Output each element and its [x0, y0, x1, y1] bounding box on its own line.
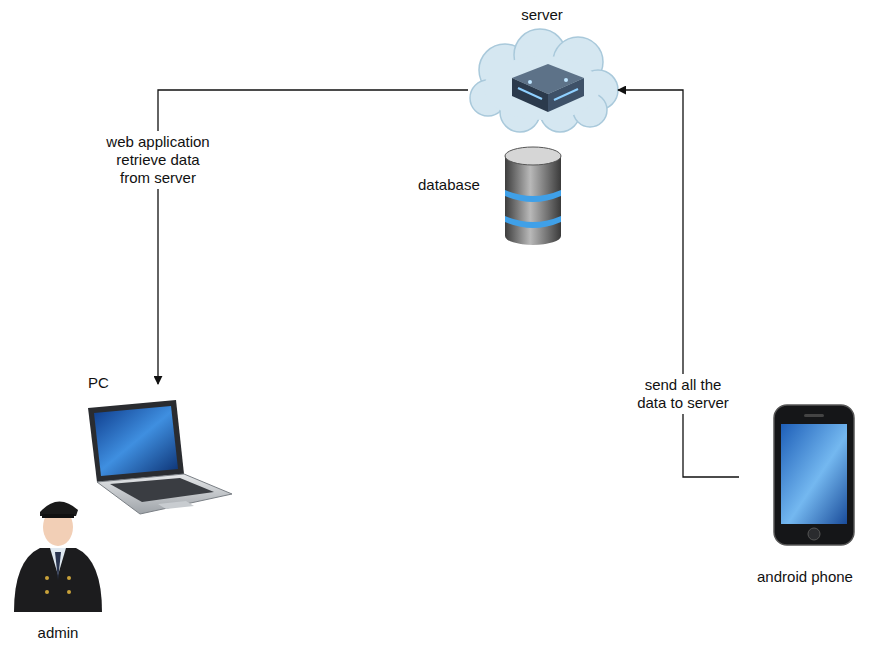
connector-arrow	[618, 90, 739, 477]
database-cylinder	[505, 147, 561, 245]
edge-label: send all the data to server	[634, 374, 732, 414]
laptop-icon	[88, 400, 232, 514]
server-node: server	[468, 4, 616, 132]
database-node: database	[414, 146, 564, 248]
admin-figure	[14, 501, 102, 612]
node-label: database	[418, 176, 480, 194]
admin-node: admin	[8, 478, 108, 646]
edge-label: web application retrieve data from serve…	[97, 131, 219, 189]
server-cloud	[470, 29, 618, 132]
phone-icon	[774, 405, 854, 545]
node-label: admin	[38, 624, 79, 642]
pc-node: PC	[82, 372, 234, 518]
node-label: server	[521, 6, 563, 24]
phone-node: android phone	[735, 402, 875, 590]
node-label: PC	[88, 374, 109, 392]
node-label: android phone	[757, 568, 853, 586]
